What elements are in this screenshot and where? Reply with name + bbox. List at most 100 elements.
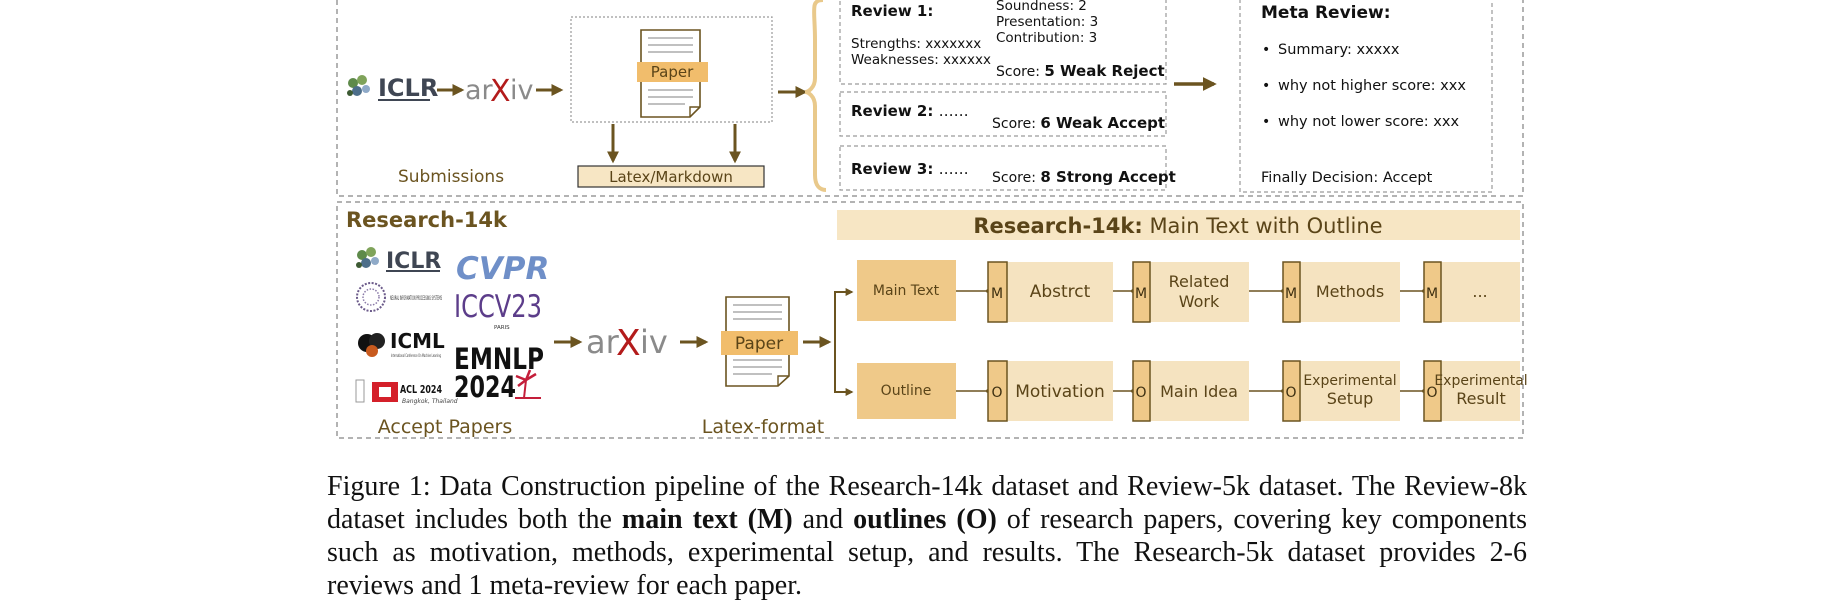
outline-item-2: Main Idea — [1160, 382, 1238, 401]
caption-part-2: and — [792, 504, 854, 535]
research-section: Research-14k Research-14k: Main Text wit… — [336, 201, 1528, 439]
neurips-logo: NEURAL INFORMATION PROCESSING SYSTEMS — [390, 294, 442, 302]
outline-item-4-line2: Result — [1456, 389, 1505, 408]
o-tag-label: O — [991, 385, 1002, 401]
review2-score-prefix: Score: — [992, 116, 1036, 132]
m-tag-label: M — [991, 286, 1003, 302]
m-tag — [987, 261, 1008, 323]
m-tag-label: M — [1135, 286, 1147, 302]
outline-item-1: Motivation — [1015, 382, 1105, 402]
arxiv-prefix: ar — [465, 75, 494, 106]
figure-caption: Figure 1: Data Construction pipeline of … — [327, 470, 1527, 602]
arxiv-logo-top: ar X iv — [465, 74, 534, 109]
arxiv-x-icon: X — [490, 74, 511, 109]
research-banner-text: Research-14k: Main Text with Outline — [973, 214, 1382, 238]
main-text-label: Main Text — [873, 283, 940, 299]
accept-papers-label: Accept Papers — [378, 416, 513, 438]
cvpr-logo: CVPR — [456, 251, 549, 287]
arxiv-x-icon: X — [616, 323, 641, 364]
paper-label-bottom: Paper — [735, 334, 783, 354]
palm-tree-icon — [515, 369, 541, 399]
meta-bullet-2: why not higher score: xxx — [1278, 78, 1466, 94]
o-tag — [1423, 360, 1442, 422]
latex-format-label: Latex-format — [702, 416, 825, 438]
banner-rest: Main Text with Outline — [1143, 214, 1383, 238]
acl-sub: Bangkok, Thailand — [402, 398, 458, 405]
review2-title-text: Review 2: — [851, 102, 933, 120]
review2-title: Review 2: …… — [851, 102, 969, 120]
review3-score-prefix: Score: — [992, 170, 1036, 186]
review3-title-text: Review 3: — [851, 160, 933, 178]
o-tag — [1132, 360, 1151, 422]
review1-score: Score: 5 Weak Reject — [996, 62, 1165, 80]
acl-emblem-icon — [355, 379, 398, 403]
acl-logo: ACL 2024 — [400, 383, 442, 396]
latex-markdown-box — [577, 165, 765, 188]
paper-box-top — [570, 16, 773, 123]
review-section: ICLR ar X iv Paper Latex/Markdown — [336, 0, 1524, 197]
outline-box — [857, 363, 956, 419]
meta-review-box — [1239, 0, 1493, 193]
review3-score-value: 8 Strong Accept — [1040, 168, 1175, 186]
m-tag-label: M — [1426, 286, 1438, 302]
outline-label: Outline — [881, 383, 932, 399]
research-banner — [837, 210, 1520, 240]
caption-bold-outlines: outlines (O) — [853, 504, 997, 535]
m-tag-label: M — [1285, 286, 1297, 302]
arxiv-prefix: ar — [586, 323, 620, 361]
review1-contribution: Contribution: 3 — [996, 30, 1097, 46]
m-tag — [1282, 261, 1301, 323]
iccv-sub: PARIS — [494, 325, 510, 331]
iclr-logo-top: ICLR — [347, 74, 438, 102]
review3-score: Score: 8 Strong Accept — [992, 168, 1176, 186]
main-item-2-line1: Related — [1169, 272, 1230, 291]
review3-box — [839, 145, 1167, 191]
arxiv-suffix: iv — [510, 75, 534, 106]
meta-review-bullets: • Summary: xxxxx • why not higher score:… — [1262, 42, 1466, 130]
review2-ellipsis: …… — [939, 102, 969, 120]
review2-score: Score: 6 Weak Accept — [992, 114, 1165, 132]
review3-title: Review 3: …… — [851, 160, 969, 178]
review1-score-prefix: Score: — [996, 64, 1040, 80]
review2-score-value: 6 Weak Accept — [1040, 114, 1165, 132]
review1-box — [839, 0, 1167, 85]
emnlp-year: 2024 — [454, 370, 516, 404]
icml-logo: ICML — [390, 329, 445, 353]
iclr-logo: ICLR — [386, 249, 441, 274]
meta-decision: Finally Decision: Accept — [1261, 170, 1433, 186]
icml-sub: International Conference On Machine Lear… — [391, 353, 441, 359]
review3-ellipsis: …… — [939, 160, 969, 178]
iclr-logo-text: ICLR — [378, 74, 438, 102]
main-text-box — [857, 260, 956, 321]
bullet-icon: • — [1262, 42, 1270, 58]
main-item-1: Abstrct — [1030, 282, 1091, 302]
bullet-icon: • — [1262, 78, 1270, 94]
arxiv-suffix: iv — [640, 323, 668, 361]
latex-markdown-label: Latex/Markdown — [609, 168, 733, 186]
review1-strengths: Strengths: xxxxxxx — [851, 36, 981, 52]
submissions-label: Submissions — [398, 167, 504, 187]
review1-title: Review 1: — [851, 2, 933, 20]
document-icon-bottom: Paper — [721, 296, 798, 387]
caption-part-1: Figure 1: Data Construction pipeline of … — [327, 471, 1527, 535]
m-tag — [1132, 261, 1151, 323]
neurips-emblem-icon — [356, 282, 386, 312]
meta-review-title: Meta Review: — [1261, 3, 1391, 23]
iccv-logo: ICCV23 — [454, 289, 542, 325]
review2-box — [839, 91, 1167, 137]
outline-item-4-line1: Experimental — [1434, 373, 1527, 389]
split-bracket — [834, 291, 852, 393]
review1-soundness: Soundness: 2 — [996, 0, 1087, 14]
o-tag — [987, 360, 1008, 422]
m-tag — [1423, 261, 1442, 323]
arxiv-logo-bottom: ar X iv — [586, 323, 668, 364]
review1-score-value: 5 Weak Reject — [1044, 62, 1164, 80]
review1-presentation: Presentation: 3 — [996, 14, 1098, 30]
review-brace — [804, 0, 827, 192]
icml-emblem-icon — [358, 333, 385, 357]
